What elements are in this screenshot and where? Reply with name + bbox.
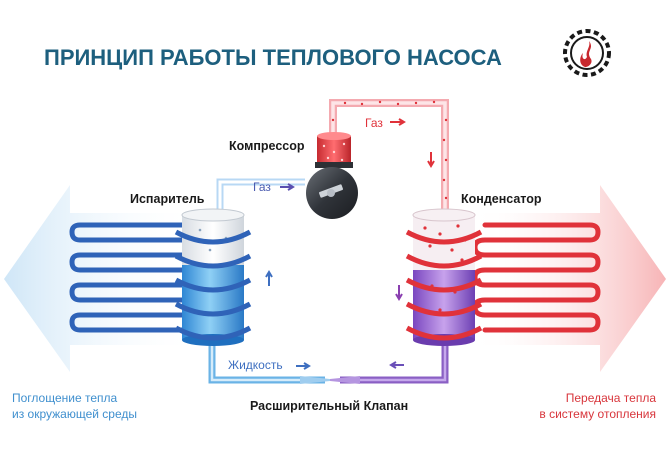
condenser — [405, 208, 483, 346]
arrow-right-liquid-left — [296, 362, 311, 370]
evaporator — [174, 208, 252, 346]
page-title: ПРИНЦИП РАБОТЫ ТЕПЛОВОГО НАСОСА — [44, 45, 502, 70]
compressor — [306, 132, 358, 219]
label-liquid: Жидкость — [228, 358, 283, 372]
label-gas-left: Газ — [253, 180, 271, 194]
gear-flame-icon — [563, 29, 611, 77]
label-evaporator: Испаритель — [130, 192, 205, 206]
arrow-up-evap — [265, 270, 273, 286]
label-compressor: Компрессор — [229, 139, 305, 153]
right-caption-line2: в систему отопления — [539, 407, 656, 421]
heat-absorb-arrow — [4, 185, 200, 372]
heat-release-arrow — [470, 185, 666, 372]
arrow-right-gas-left — [280, 183, 295, 191]
arrow-left-liquid-right — [389, 361, 404, 369]
left-caption-line1: Поглощение тепла — [12, 391, 118, 405]
label-gas-top: Газ — [365, 116, 383, 130]
left-caption-line2: из окружающей среды — [12, 407, 137, 421]
arrow-down-hot — [427, 152, 435, 168]
right-caption-line1: Передача тепла — [566, 391, 657, 405]
arrow-right-gas-top — [390, 118, 406, 126]
expansion-valve — [300, 376, 330, 384]
label-expansion-valve: Расширительный Клапан — [250, 399, 408, 413]
label-condenser: Конденсатор — [461, 192, 542, 206]
liquid-pipe-from-condenser — [340, 345, 449, 384]
arrow-down-cond — [395, 285, 403, 301]
